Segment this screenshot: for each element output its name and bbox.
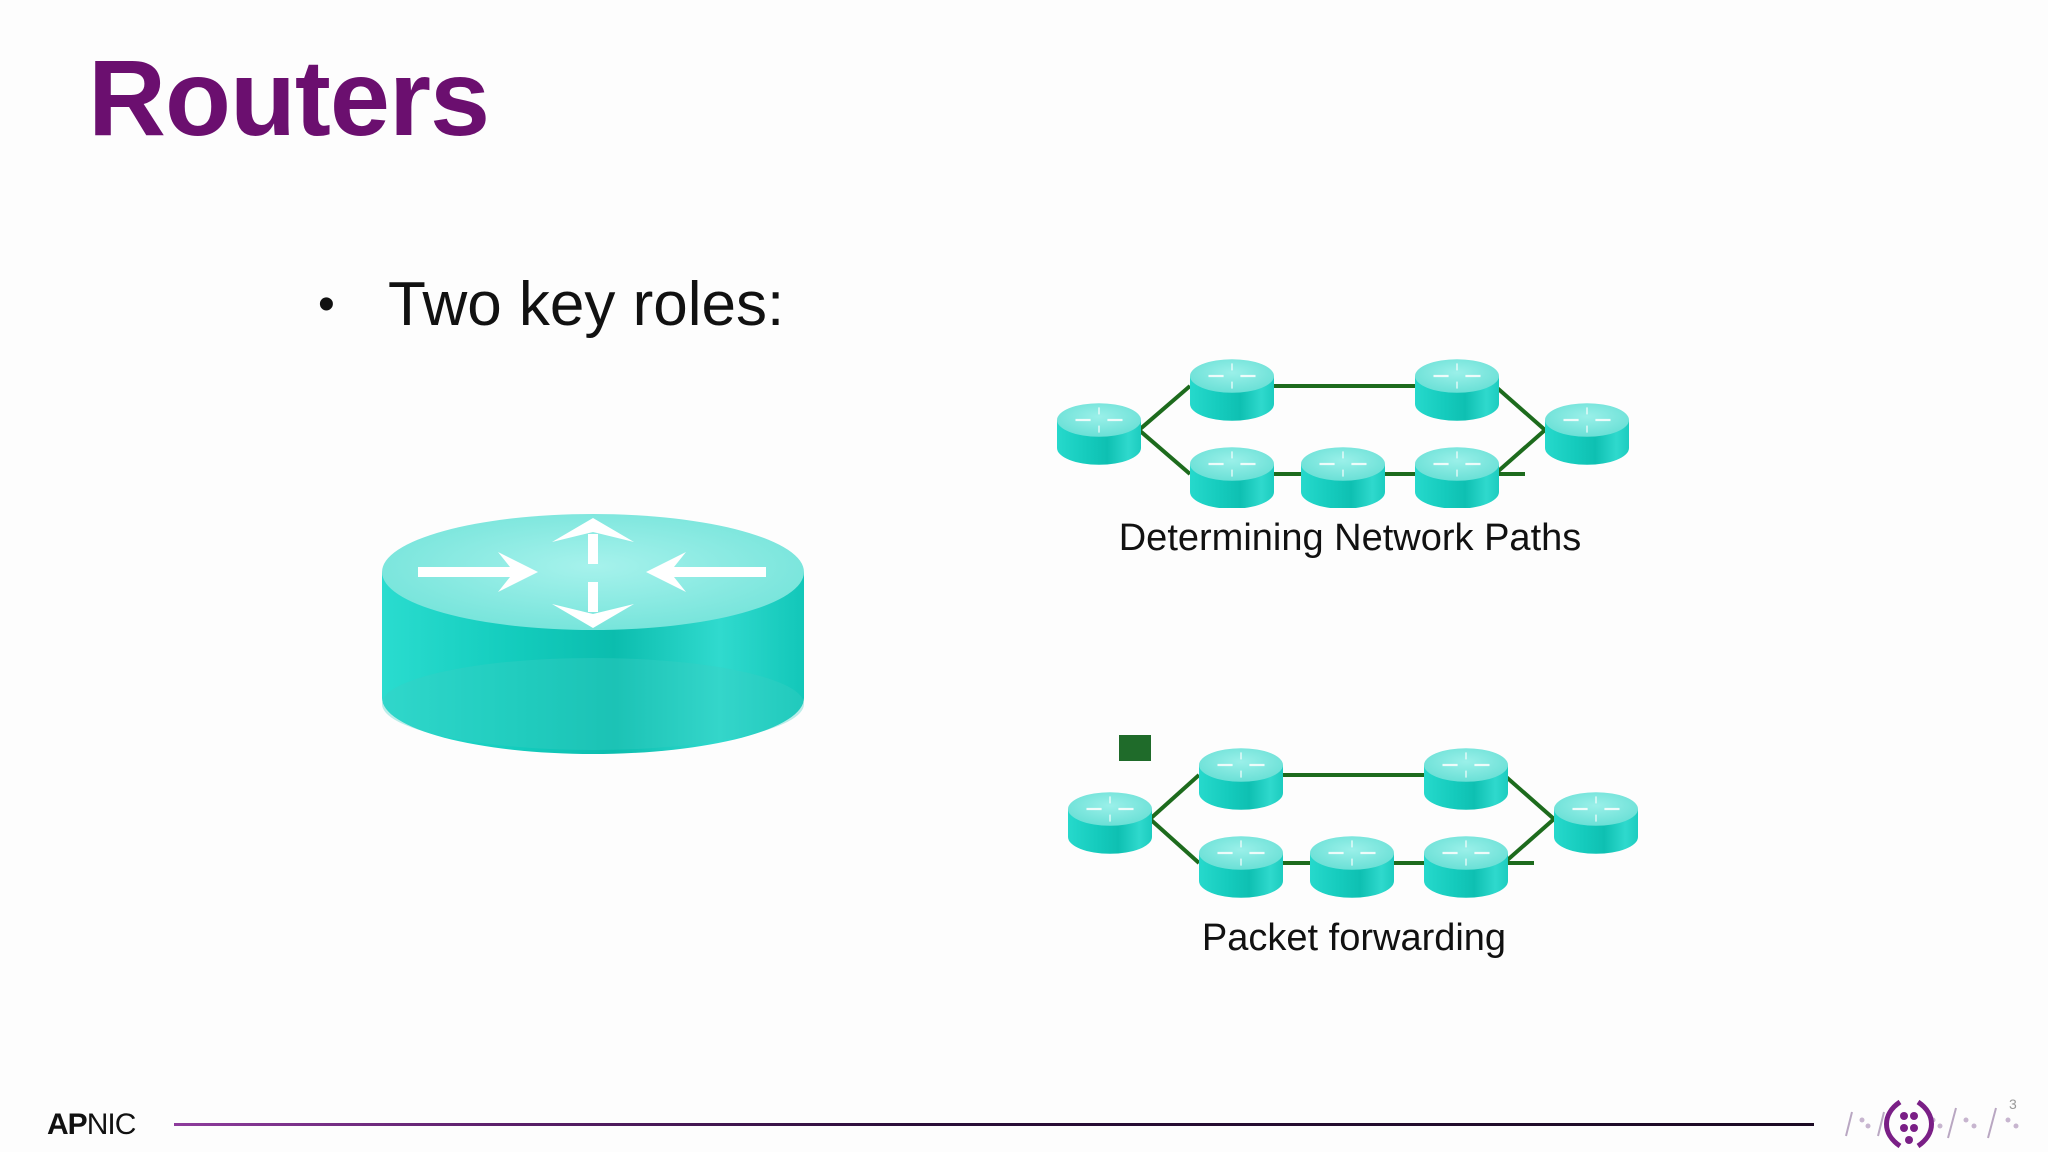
diagram-label: Packet forwarding [1201, 917, 1507, 959]
router-icon [1552, 791, 1640, 855]
router-icon [1413, 358, 1501, 422]
packet-forwarding-diagram [1064, 735, 1664, 905]
router-icon [1422, 747, 1510, 811]
bullet-dot: • [318, 278, 335, 332]
router-icon [1055, 402, 1143, 466]
apnic-logo: APNIC [47, 1108, 137, 1142]
packet-square [1119, 735, 1151, 761]
router-icon [1543, 402, 1631, 466]
router-icon [1413, 446, 1501, 510]
footer-divider [174, 1123, 1814, 1126]
page-number: 3 [2009, 1096, 2017, 1112]
network-topology [1055, 358, 1631, 510]
router-icon [1197, 835, 1285, 899]
network-paths-diagram [1055, 358, 1655, 510]
diagram-label: Determining Network Paths [1118, 517, 1582, 559]
router-icon [1188, 358, 1276, 422]
bullet-item: • Two key roles: [318, 268, 784, 342]
network-topology [1066, 735, 1640, 899]
router-icon [1066, 791, 1154, 855]
router-icon [1197, 747, 1285, 811]
router-icon [1299, 446, 1387, 510]
router-icon [1308, 835, 1396, 899]
router-icon [382, 514, 804, 754]
bullet-text: Two key roles: [388, 270, 785, 339]
router-icon [1188, 446, 1276, 510]
router-icon [1422, 835, 1510, 899]
logo-bold: AP [47, 1108, 88, 1141]
slide-title: Routers [88, 37, 490, 158]
apnic-dots-mark [1845, 1099, 2019, 1148]
logo-rest: NIC [86, 1108, 137, 1141]
